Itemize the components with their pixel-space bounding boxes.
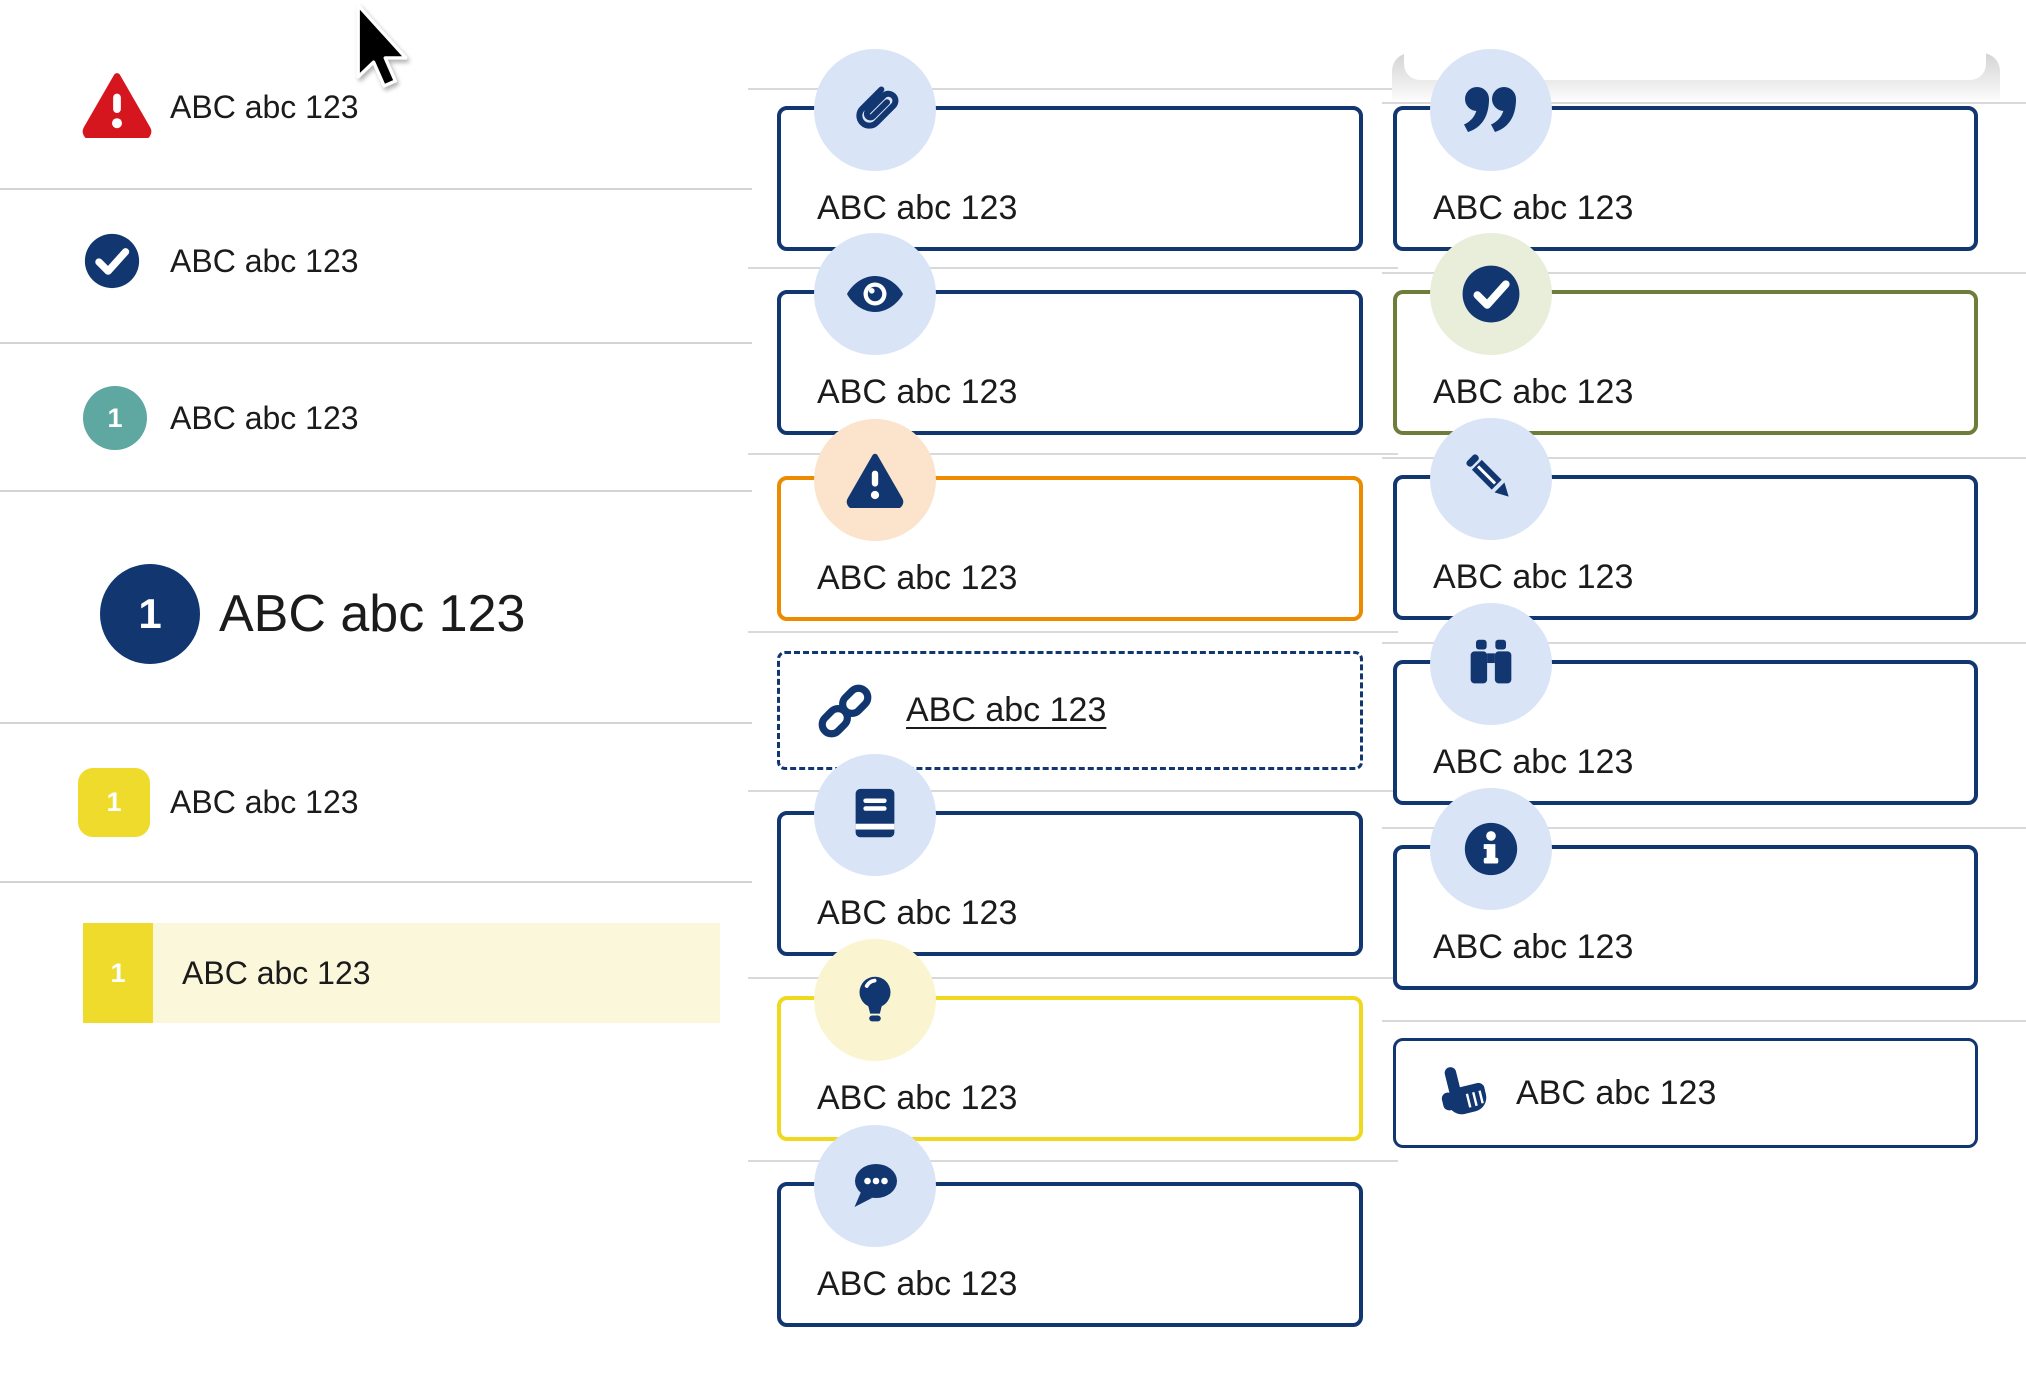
callout-reference: ABC abc 123 [777, 754, 1363, 956]
callout-label: ABC abc 123 [1433, 373, 1634, 411]
row-separator [748, 977, 1398, 979]
row-separator [748, 631, 1398, 633]
divider [0, 881, 752, 883]
divider [0, 188, 752, 190]
callout-label: ABC abc 123 [1433, 928, 1634, 966]
quote-icon [1430, 49, 1552, 171]
pencil-icon [1430, 418, 1552, 540]
callout-label: ABC abc 123 [1433, 743, 1634, 781]
row-separator [748, 453, 1398, 455]
paperclip-icon [814, 49, 936, 171]
divider [0, 342, 752, 344]
lightbulb-icon [814, 939, 936, 1061]
callout-label: ABC abc 123 [817, 1079, 1018, 1117]
row-separator [1382, 272, 2026, 274]
callout-label: ABC abc 123 [817, 1265, 1018, 1303]
check-circle-icon [1430, 233, 1552, 355]
callout-label: ABC abc 123 [1433, 189, 1634, 227]
row-separator [748, 88, 1398, 90]
yellow-number-badge: 1 [78, 768, 150, 837]
row-separator [1382, 642, 2026, 644]
callout-label: ABC abc 123 [1516, 1073, 1717, 1112]
callout-tip: ABC abc 123 [777, 939, 1363, 1141]
link-icon [812, 678, 878, 744]
callout-label: ABC abc 123 [817, 559, 1018, 597]
callout-info: ABC abc 123 [1393, 788, 1978, 990]
callout-comment: ABC abc 123 [777, 1125, 1363, 1327]
row-separator [748, 267, 1398, 269]
alert-triangle-icon [80, 72, 154, 138]
alert-triangle-icon [814, 419, 936, 541]
hand-pointer-icon [1434, 1061, 1498, 1125]
navy-number-badge-large: 1 [100, 564, 200, 664]
yellow-number-bar-highlight: 1 [83, 923, 153, 1023]
callout-link-label[interactable]: ABC abc 123 [906, 691, 1107, 729]
row-separator [748, 1160, 1398, 1162]
callout-action: ABC abc 123 [1393, 1038, 1978, 1148]
divider [0, 490, 752, 492]
row-separator [1382, 827, 2026, 829]
row-separator [1382, 457, 2026, 459]
callout-explore: ABC abc 123 [1393, 603, 1978, 805]
list-item-label: ABC abc 123 [170, 400, 359, 436]
callout-see: ABC abc 123 [777, 233, 1363, 435]
callout-attachment: ABC abc 123 [777, 49, 1363, 251]
callout-edit: ABC abc 123 [1393, 418, 1978, 620]
row-separator [1382, 1020, 2026, 1022]
callout-quote: ABC abc 123 [1393, 49, 1978, 251]
row-separator [1382, 102, 2026, 104]
divider [0, 722, 752, 724]
callout-label: ABC abc 123 [817, 189, 1018, 227]
highlighted-row [83, 923, 720, 1023]
callout-label: ABC abc 123 [817, 894, 1018, 932]
eye-icon [814, 233, 936, 355]
callout-link: ABC abc 123 [777, 651, 1363, 770]
callout-success: ABC abc 123 [1393, 233, 1978, 435]
book-icon [814, 754, 936, 876]
list-item-label: ABC abc 123 [182, 955, 371, 991]
binoculars-icon [1430, 603, 1552, 725]
teal-number-badge: 1 [83, 386, 147, 450]
list-item-label: ABC abc 123 [170, 89, 359, 125]
mouse-cursor-icon [355, 4, 409, 88]
callout-label: ABC abc 123 [817, 373, 1018, 411]
chat-icon [814, 1125, 936, 1247]
check-circle-icon [81, 230, 143, 292]
list-heading: ABC abc 123 [219, 585, 526, 643]
row-separator [748, 790, 1398, 792]
info-icon [1430, 788, 1552, 910]
callout-label: ABC abc 123 [1433, 558, 1634, 596]
list-item-label: ABC abc 123 [170, 243, 359, 279]
list-item-label: ABC abc 123 [170, 784, 359, 820]
callout-warning: ABC abc 123 [777, 419, 1363, 621]
